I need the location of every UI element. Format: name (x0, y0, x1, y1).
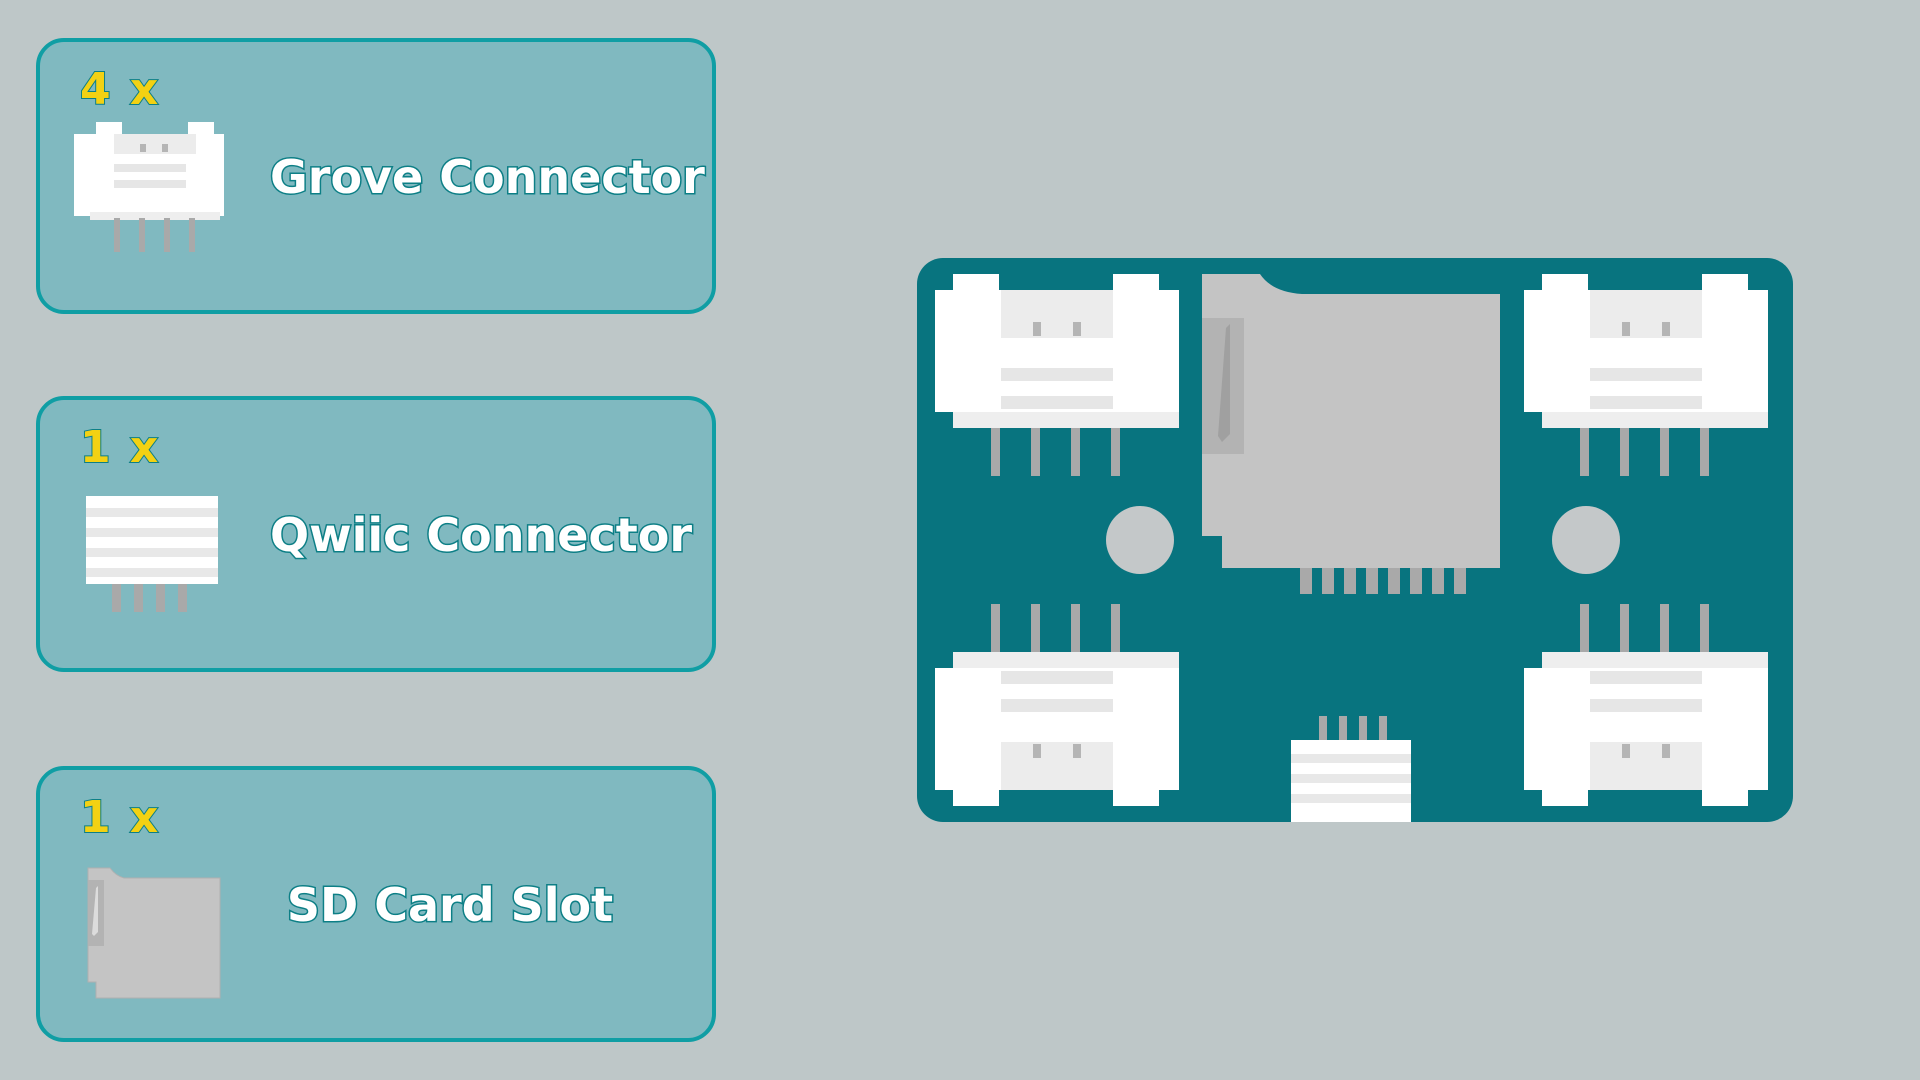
mounting-hole-right (1552, 506, 1620, 574)
qwiic-label: Qwiic Connector (269, 507, 694, 564)
sd-count: 1 x (79, 791, 161, 844)
grove-label: Grove Connector (269, 149, 707, 206)
grove-connector-top-left (935, 274, 1179, 476)
sd-card-slot-icon (86, 866, 236, 1010)
sd-card-slot (1202, 274, 1500, 594)
mounting-hole-left (1106, 506, 1174, 574)
grove-count: 4 x (79, 63, 161, 116)
legend-card-grove: 4 x Grove Connector (36, 38, 716, 314)
grove-connector-bottom-right (1524, 604, 1768, 806)
legend-card-qwiic: 1 x Qwiic Connector (36, 396, 716, 672)
qwiic-connector-icon (84, 494, 224, 628)
breakout-board (917, 258, 1793, 822)
grove-connector-icon (70, 122, 230, 266)
legend-card-sd: 1 x SD Card Slot (36, 766, 716, 1042)
grove-connector-top-right (1524, 274, 1768, 476)
qwiic-count: 1 x (79, 421, 161, 474)
grove-connector-bottom-left (935, 604, 1179, 806)
sd-label: SD Card Slot (285, 877, 614, 934)
qwiic-connector (1291, 716, 1411, 822)
